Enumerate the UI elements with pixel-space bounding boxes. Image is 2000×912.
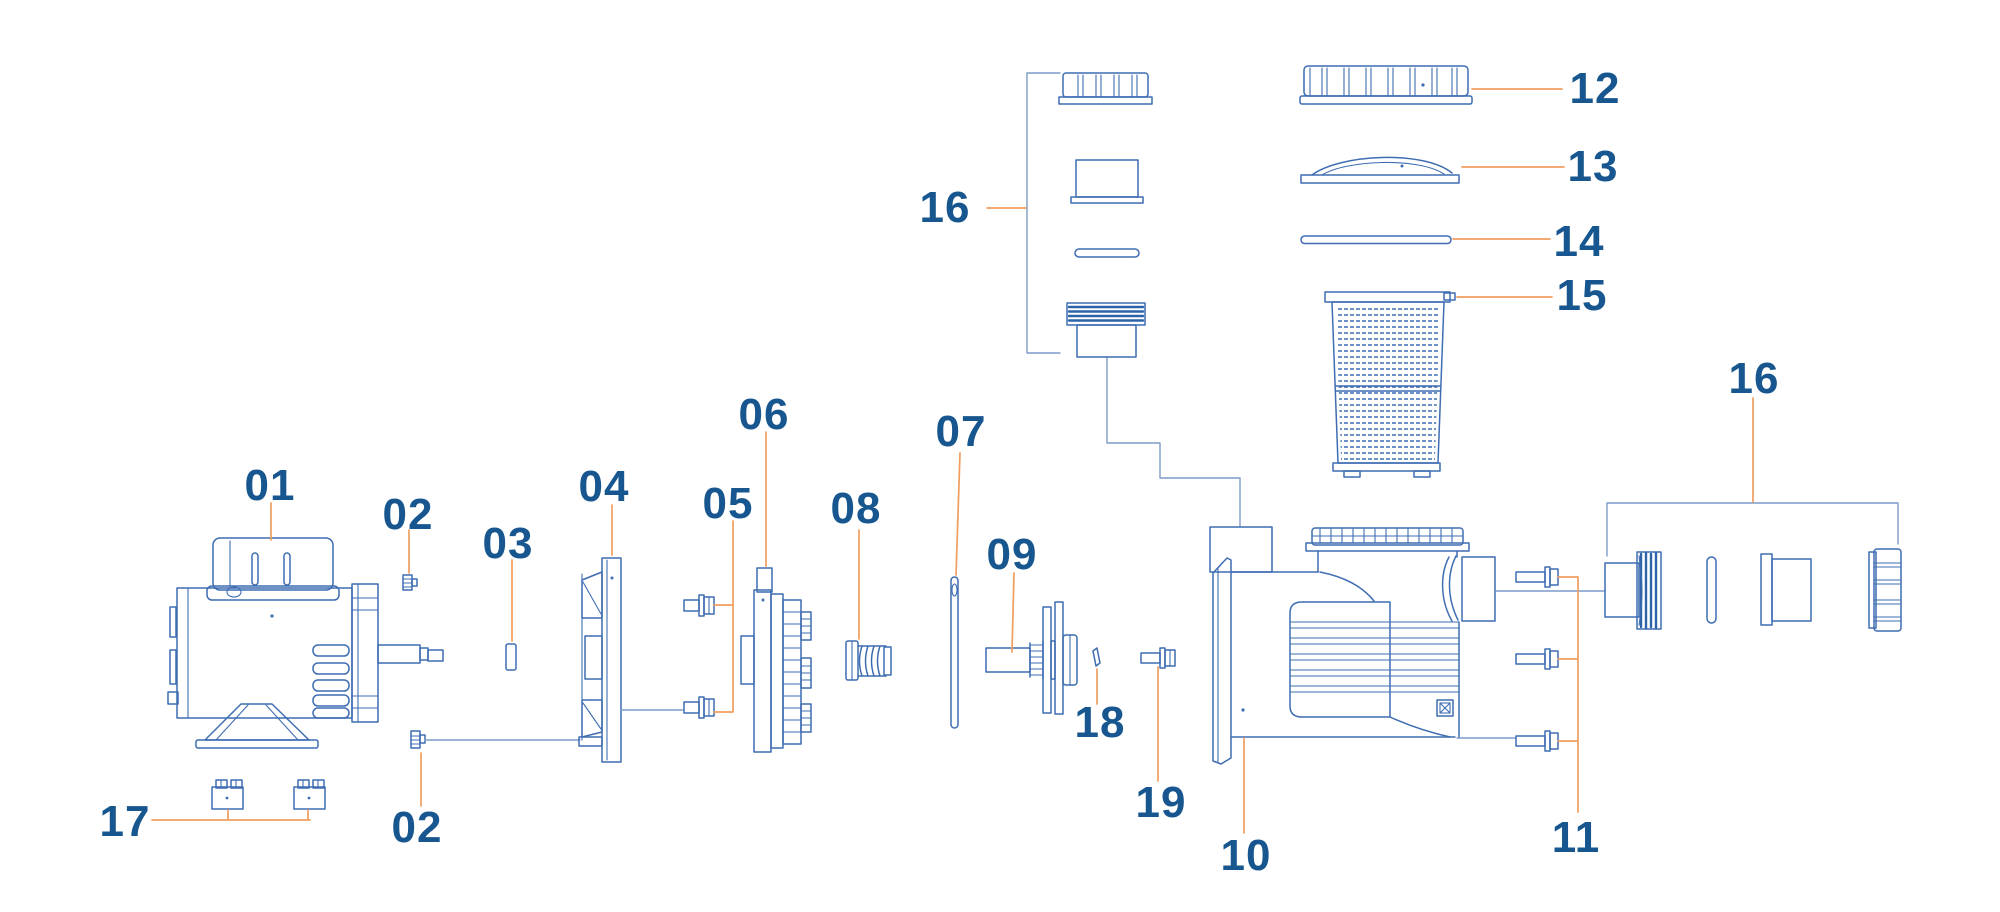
callout-05-label: 05 — [703, 479, 754, 528]
callout-16-left-label: 16 — [920, 183, 971, 232]
bolt-19-drawing — [1140, 647, 1176, 669]
shaft-seal-drawing — [845, 640, 892, 681]
callout-18: 18 — [1075, 668, 1126, 747]
callout-09-label: 09 — [987, 530, 1038, 579]
screw-02-lower — [410, 730, 581, 749]
callout-13: 13 — [1461, 142, 1619, 191]
callout-05: 05 — [703, 479, 754, 713]
callout-12-label: 12 — [1570, 64, 1621, 113]
callout-08: 08 — [831, 484, 882, 640]
gasket-drawing — [950, 576, 959, 729]
callout-17: 17 — [100, 797, 311, 846]
callout-04-label: 04 — [579, 462, 630, 511]
motor-bracket-drawing — [578, 557, 622, 763]
callout-18-label: 18 — [1075, 698, 1126, 747]
callout-03-label: 03 — [483, 519, 534, 568]
callout-10-label: 10 — [1221, 831, 1272, 880]
housing-bolt-2 — [1515, 648, 1559, 670]
callout-16-left: 16 — [920, 183, 1027, 232]
callout-03: 03 — [483, 519, 534, 642]
callout-16-right-label: 16 — [1729, 354, 1780, 403]
lid-o-ring-drawing — [1300, 235, 1452, 245]
callout-01-label: 01 — [245, 461, 296, 510]
drain-plug-kit-right — [1604, 502, 1902, 632]
callout-07-label: 07 — [936, 407, 987, 456]
housing-bolt-1 — [1515, 566, 1559, 588]
bolt-05-upper — [683, 594, 715, 617]
pump-housing-drawing — [1209, 526, 1605, 765]
callout-04: 04 — [579, 462, 630, 556]
strainer-lid-drawing — [1300, 156, 1460, 184]
callout-01: 01 — [245, 461, 296, 541]
callout-13-label: 13 — [1568, 142, 1619, 191]
callout-10: 10 — [1221, 737, 1272, 880]
callout-11: 11 — [1552, 576, 1601, 862]
shaft-key-drawing — [505, 643, 517, 671]
callout-06-label: 06 — [739, 390, 790, 439]
callout-19: 19 — [1136, 666, 1187, 827]
motor-drawing — [167, 537, 444, 749]
mount-foot-right — [293, 779, 326, 810]
callout-07: 07 — [936, 407, 987, 576]
mount-foot-left — [211, 779, 244, 810]
callout-09: 09 — [987, 530, 1038, 653]
callout-12: 12 — [1471, 64, 1621, 113]
assembly-connector-line — [1106, 356, 1241, 527]
callout-17-label: 17 — [100, 797, 151, 846]
callout-08-label: 08 — [831, 484, 882, 533]
callout-14-label: 14 — [1554, 217, 1605, 266]
pin-18-drawing — [1092, 647, 1101, 667]
housing-bolt-3 — [1515, 730, 1559, 752]
strainer-basket-drawing — [1324, 291, 1456, 478]
callout-19-label: 19 — [1136, 778, 1187, 827]
drain-plug-kit-left — [1026, 72, 1153, 358]
bolt-05-lower — [620, 696, 715, 719]
callout-14: 14 — [1452, 217, 1605, 266]
callout-15: 15 — [1456, 271, 1608, 320]
callout-16-right: 16 — [1729, 354, 1780, 503]
seal-plate-drawing — [740, 567, 812, 753]
callout-06: 06 — [739, 390, 790, 567]
callout-15-label: 15 — [1557, 271, 1608, 320]
lid-lock-ring-drawing — [1299, 65, 1473, 105]
impeller-drawing — [985, 601, 1078, 715]
callout-02-upper: 02 — [383, 490, 434, 574]
callout-02-lower-label: 02 — [392, 803, 443, 852]
screw-02-upper — [402, 574, 418, 591]
callout-02-upper-label: 02 — [383, 490, 434, 539]
callout-11-label: 11 — [1552, 813, 1601, 862]
callout-02-lower: 02 — [392, 752, 443, 852]
